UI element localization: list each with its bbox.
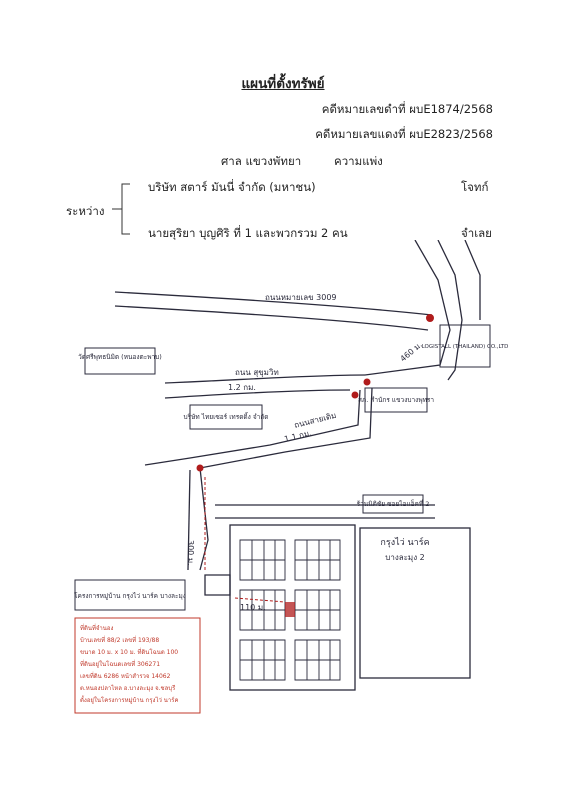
road-3009-line <box>114 291 433 316</box>
main-road-line <box>437 240 463 381</box>
plaintiff-role: โจทก์ <box>461 180 489 194</box>
property-info-line: ขนาด 10 ม. x 10 ม. ที่ดินโฉนด 100 <box>80 648 178 656</box>
road-3009-line <box>114 305 429 331</box>
black-case-number: คดีหมายเลขดำที่ ผบE1874/2568 <box>321 102 493 116</box>
village-subname: บางละมุง 2 <box>385 553 425 562</box>
village-name: กรุงไว่ นาร์ค <box>380 536 429 548</box>
case-type: ความแพ่ง <box>334 154 383 168</box>
side-road-label: ถนนสายเดิม <box>293 411 337 430</box>
plaintiff-name: บริษัท สตาร์ มันนี่ จำกัด (มหาชน) <box>148 180 316 194</box>
distance-1-1-label: 1.1 กม. <box>283 428 312 443</box>
property-info-line: บ้านเลขที่ 88/2 เลขที่ 193/88 <box>80 636 159 644</box>
property-info-line: ต.หนองปลาไหล อ.บางละมุง จ.ชลบุรี <box>80 684 176 692</box>
defendant-role: จำเลย <box>461 226 492 240</box>
sukhumvit-road-line <box>164 389 351 399</box>
main-road-line <box>464 240 481 320</box>
distance-300-label: 300 ม. <box>186 540 195 566</box>
location-map: ถนนหมายเลข 3009 ถนน สุขุมวิท 1.2 กม. 1.1… <box>74 240 509 714</box>
between-label: ระหว่าง <box>66 204 105 218</box>
side-road-line <box>187 469 191 571</box>
village-boundary <box>359 527 471 679</box>
entrance-gate <box>204 574 231 596</box>
road-marker <box>351 391 359 399</box>
police-label: สภ. สำนักร แขวงบางพุทรา <box>358 396 434 404</box>
distance-110-label: 110 ม. <box>240 603 266 612</box>
red-case-number: คดีหมายเลขแดงที่ ผบE2823/2568 <box>315 127 493 141</box>
property-info-line: ที่ดินอยู่ในโฉนดเลขที่ 306271 <box>80 660 160 668</box>
shop-label: ร้านนิติชัย ซอยไอแอ็คที่ 2 <box>357 499 430 508</box>
property-plot <box>285 602 295 617</box>
main-road-line <box>364 240 451 376</box>
property-info-line: เลขที่ดิน 6286 หน้าสำรวจ 14062 <box>80 672 171 680</box>
sukhumvit-road-line <box>164 374 366 384</box>
company-label: บริษัท ไทยเซอร์ เทรดดิ้ง จำกัด <box>183 412 268 421</box>
temple-label: วัดศรีพุทธนิมิต (หนองตะพาบ) <box>78 353 162 361</box>
logistics-label: LOGISTALL (THAILAND) CO.,LTD <box>422 344 509 350</box>
distance-460-label: 460 ม. <box>399 340 424 363</box>
property-info-line: ที่ดินที่จำนอง <box>80 624 114 632</box>
project-label: โครงการหมู่บ้าน กรุงไว่ นาร์ค บางละมุง <box>74 592 186 600</box>
court-name: ศาล แขวงพัทยา <box>221 154 302 168</box>
distance-1-2-label: 1.2 กม. <box>228 383 256 392</box>
road-marker <box>363 378 371 386</box>
road-marker <box>426 314 434 322</box>
property-info-box <box>74 617 201 714</box>
road-marker <box>196 464 204 472</box>
side-road-line <box>144 389 361 466</box>
village-boundary <box>229 524 356 691</box>
road-3009-label: ถนนหมายเลข 3009 <box>265 293 337 302</box>
property-info-line: ตั้งอยู่ในโครงการหมู่บ้าน กรุงไว่ นาร์ค <box>80 694 178 704</box>
party-bracket <box>112 183 130 235</box>
sukhumvit-label: ถนน สุขุมวิท <box>235 368 279 377</box>
page-title: แผนที่ตั้งทรัพย์ <box>241 76 325 92</box>
side-road-line <box>199 467 209 571</box>
side-road-line <box>199 387 373 469</box>
defendant-name: นายสุริยา บุญศิริ ที่ 1 และพวกรวม 2 คน <box>148 226 348 240</box>
